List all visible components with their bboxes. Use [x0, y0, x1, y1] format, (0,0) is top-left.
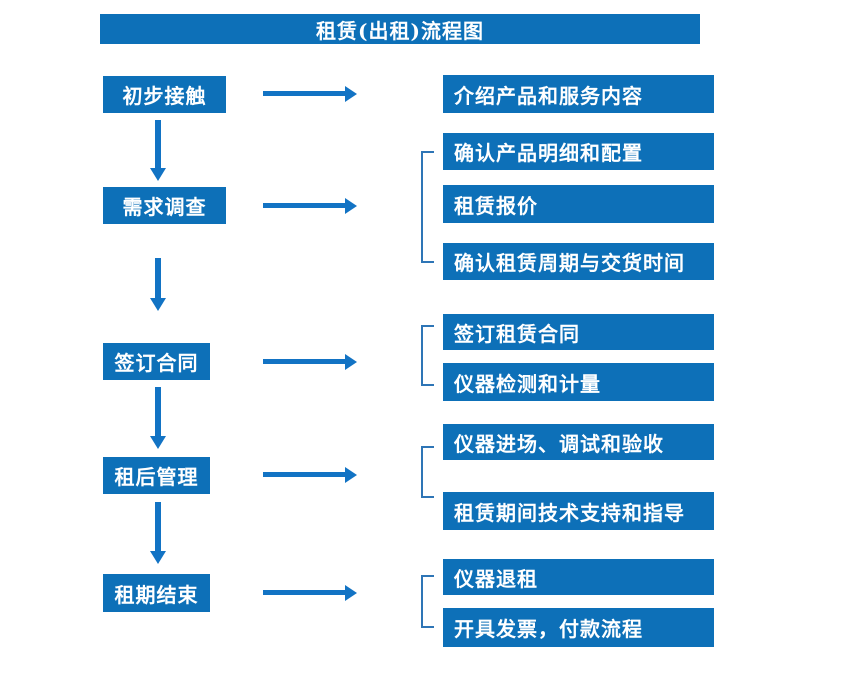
- arrow-down-4: [150, 502, 166, 564]
- arrow-right-5: [263, 584, 357, 601]
- step-box-needs-survey: 需求调查: [103, 187, 226, 224]
- detail-box-confirm-product-details-config: 确认产品明细和配置: [443, 133, 714, 170]
- detail-box-introduce-products-services: 介绍产品和服务内容: [443, 75, 714, 113]
- step-box-post-rental-management: 租后管理: [103, 457, 210, 494]
- detail-box-invoice-payment-process: 开具发票，付款流程: [443, 608, 714, 647]
- arrow-down-2: [150, 258, 166, 311]
- detail-box-instrument-return: 仪器退租: [443, 559, 714, 595]
- arrow-right-3: [263, 353, 357, 370]
- arrow-down-3: [150, 387, 166, 449]
- flowchart-title: 租赁(出租)流程图: [100, 14, 700, 44]
- detail-box-rental-quotation: 租赁报价: [443, 185, 714, 223]
- group-bracket-rental-end: [421, 575, 434, 628]
- group-bracket-post-rental-management: [421, 446, 434, 498]
- group-bracket-sign-contract: [421, 325, 434, 386]
- arrow-right-2: [263, 197, 357, 214]
- detail-box-rental-technical-support: 租赁期间技术支持和指导: [443, 492, 714, 530]
- arrow-right-4: [263, 466, 357, 483]
- detail-box-sign-rental-contract: 签订租赁合同: [443, 314, 714, 350]
- step-box-initial-contact: 初步接触: [103, 76, 226, 113]
- arrow-down-1: [150, 120, 166, 181]
- detail-box-instrument-inspection-metering: 仪器检测和计量: [443, 363, 714, 401]
- group-bracket-needs-survey: [421, 151, 434, 263]
- step-box-sign-contract: 签订合同: [103, 343, 210, 380]
- detail-box-instrument-arrival-commissioning: 仪器进场、调试和验收: [443, 424, 714, 460]
- step-box-rental-end: 租期结束: [103, 574, 210, 612]
- detail-box-confirm-rental-period-delivery: 确认租赁周期与交货时间: [443, 243, 714, 280]
- arrow-right-1: [263, 85, 357, 102]
